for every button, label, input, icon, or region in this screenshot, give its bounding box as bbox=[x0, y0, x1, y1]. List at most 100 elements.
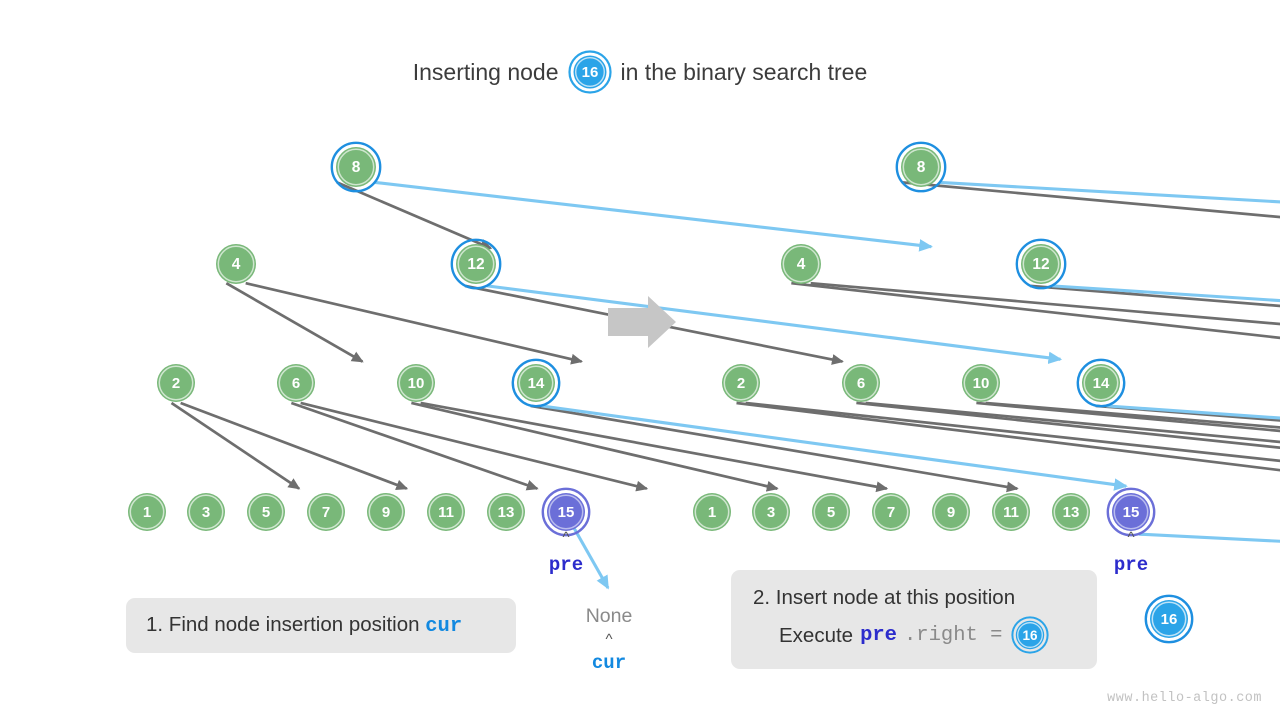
node-body bbox=[693, 493, 731, 531]
node-inner-ring bbox=[337, 148, 375, 186]
tree-node-11: 11 bbox=[427, 493, 465, 531]
tree-edge bbox=[225, 282, 364, 363]
node-inner-ring bbox=[963, 365, 999, 401]
right-caption-node-svg: 16 bbox=[1011, 616, 1050, 654]
node-body bbox=[722, 364, 760, 402]
left-none-label: None bbox=[585, 605, 633, 627]
left-pre-label: pre bbox=[548, 554, 584, 576]
node-value: 2 bbox=[172, 375, 180, 392]
node-value: 14 bbox=[1093, 375, 1110, 392]
node-body bbox=[247, 493, 285, 531]
node-value: 13 bbox=[498, 504, 515, 521]
node-body bbox=[842, 364, 880, 402]
node-inner-ring bbox=[1022, 245, 1060, 283]
node-value: 3 bbox=[202, 504, 210, 521]
node-value: 15 bbox=[558, 504, 575, 521]
tree-edge bbox=[170, 401, 301, 490]
tree-edge bbox=[745, 401, 1280, 463]
node-inner-ring bbox=[813, 494, 849, 530]
right-pre-label: pre bbox=[1113, 554, 1149, 576]
right-caption-line2: Execute pre .right = 16 bbox=[753, 616, 1075, 654]
tree-node-9: 9 bbox=[367, 493, 405, 531]
tree-node-15: 15 bbox=[541, 487, 591, 537]
node-body bbox=[1082, 364, 1120, 402]
right-tree-edges bbox=[736, 180, 1280, 543]
node-value: 10 bbox=[973, 375, 990, 392]
tree-node-4: 4 bbox=[216, 244, 256, 284]
node-value: 11 bbox=[438, 504, 454, 521]
node-value: 13 bbox=[1063, 504, 1080, 521]
node-body bbox=[1052, 493, 1090, 531]
node-value: 4 bbox=[797, 256, 806, 273]
tree-node-3: 3 bbox=[187, 493, 225, 531]
node-inner-ring bbox=[518, 365, 554, 401]
tree-edge bbox=[530, 404, 1019, 493]
node-body bbox=[932, 493, 970, 531]
node-inner-ring bbox=[217, 245, 255, 283]
node-body bbox=[547, 493, 585, 531]
tree-edge bbox=[300, 401, 649, 492]
node-inner-ring bbox=[278, 365, 314, 401]
tree-edge bbox=[985, 401, 1280, 429]
node-inner-ring bbox=[873, 494, 909, 530]
tree-edge bbox=[541, 404, 1128, 491]
tree-node-3: 3 bbox=[752, 493, 790, 531]
right-caption-node-value: 16 bbox=[1023, 628, 1039, 643]
right-caption-code: .right = bbox=[903, 623, 1003, 647]
tree-edge bbox=[290, 401, 539, 491]
node-inner-ring bbox=[723, 365, 759, 401]
node-body bbox=[367, 493, 405, 531]
node-inner-ring bbox=[1151, 601, 1187, 637]
right-pre-caret: ^ bbox=[1127, 529, 1135, 546]
node-body bbox=[962, 364, 1000, 402]
tree-edge bbox=[411, 401, 779, 492]
tree-node-1: 1 bbox=[128, 493, 166, 531]
node-value: 3 bbox=[767, 504, 775, 521]
node-inner-ring bbox=[188, 494, 224, 530]
tree-node-2: 2 bbox=[722, 364, 760, 402]
left-cur-caret: ^ bbox=[605, 631, 613, 648]
tree-edge bbox=[420, 401, 889, 493]
node-value: 4 bbox=[232, 256, 241, 273]
tree-node-10: 10 bbox=[397, 364, 435, 402]
node-inner-ring bbox=[782, 245, 820, 283]
tree-node-7: 7 bbox=[307, 493, 345, 531]
right-caption-line1: 2. Insert node at this position bbox=[753, 586, 1016, 609]
node-value: 16 bbox=[1161, 611, 1178, 628]
right-caption-pre: pre bbox=[860, 623, 897, 647]
node-body bbox=[427, 493, 465, 531]
tree-edge bbox=[374, 180, 933, 252]
tree-node-13: 13 bbox=[487, 493, 525, 531]
node-body bbox=[1112, 493, 1150, 531]
node-inner-ring bbox=[933, 494, 969, 530]
node-inner-ring bbox=[428, 494, 464, 530]
tree-node-4: 4 bbox=[781, 244, 821, 284]
title-node-value: 16 bbox=[581, 64, 598, 81]
left-pre-caret: ^ bbox=[562, 529, 570, 546]
tree-edge bbox=[856, 401, 1280, 450]
title-suffix: in the binary search tree bbox=[620, 58, 868, 85]
tree-node-11: 11 bbox=[992, 493, 1030, 531]
tree-edge bbox=[976, 401, 1280, 433]
tree-edge bbox=[791, 281, 1280, 340]
node-body bbox=[517, 364, 555, 402]
node-value: 10 bbox=[408, 375, 425, 392]
tree-node-14: 14 bbox=[511, 358, 561, 408]
node-inner-ring bbox=[368, 494, 404, 530]
node-body bbox=[487, 493, 525, 531]
tree-node-12: 12 bbox=[450, 238, 502, 290]
tree-edge bbox=[572, 527, 610, 590]
node-body bbox=[992, 493, 1030, 531]
node-inner-ring bbox=[694, 494, 730, 530]
node-highlight-ring bbox=[450, 238, 502, 290]
tree-node-5: 5 bbox=[247, 493, 285, 531]
node-value: 15 bbox=[1123, 504, 1140, 521]
tree-edge bbox=[810, 281, 1280, 326]
title-node-svg: 16 bbox=[567, 50, 612, 94]
node-highlight-ring bbox=[511, 358, 561, 408]
tree-node-2: 2 bbox=[157, 364, 195, 402]
node-inner-ring bbox=[1113, 494, 1149, 530]
tree-edge bbox=[901, 181, 1280, 219]
